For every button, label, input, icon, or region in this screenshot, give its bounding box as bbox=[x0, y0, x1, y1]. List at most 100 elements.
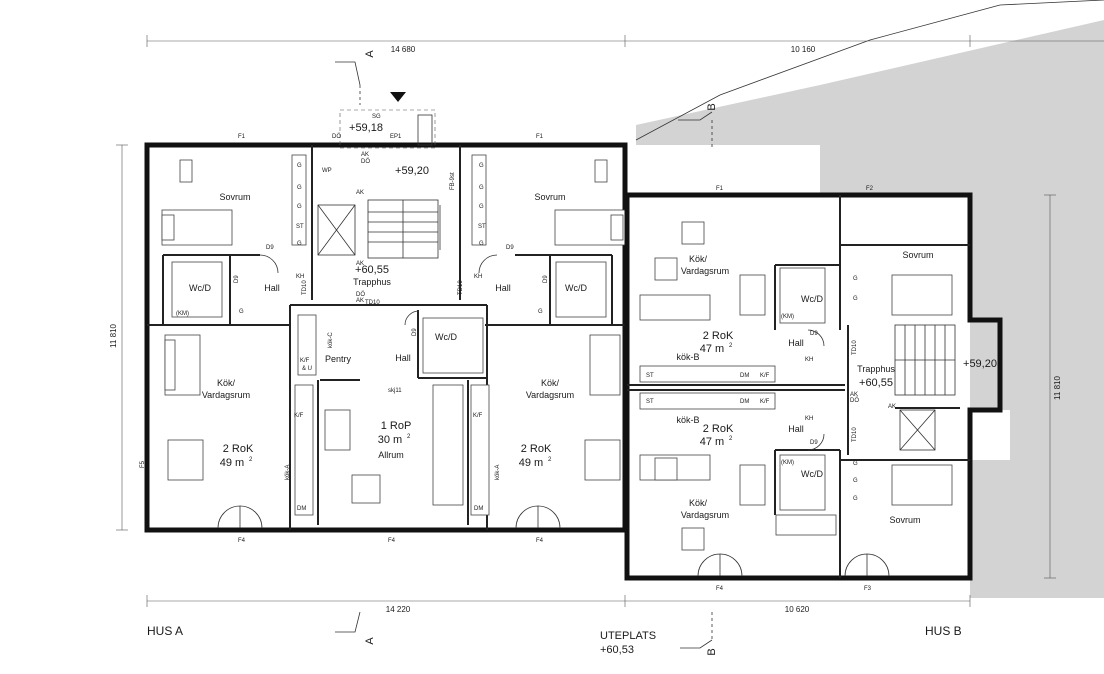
apt-b-upper-type: 2 RoK bbox=[703, 330, 734, 342]
code-d9-a-left: D9 bbox=[266, 245, 274, 251]
closet-st-2: ST bbox=[478, 224, 486, 230]
closet-st-1: ST bbox=[296, 224, 304, 230]
closet-b-g-4: G bbox=[853, 496, 858, 502]
closet-b-g-1: G bbox=[853, 276, 858, 282]
hus-a-walls bbox=[144, 142, 628, 533]
closet-b-g-3: G bbox=[853, 478, 858, 484]
closet-g-8: G bbox=[479, 204, 484, 210]
closet-g-5: G bbox=[239, 309, 244, 315]
hus-b-furniture bbox=[639, 221, 953, 551]
room-sovrum-b-upper: Sovrum bbox=[902, 250, 933, 260]
code-ak-b: AK bbox=[850, 392, 858, 398]
code-d9-b-lower: D9 bbox=[810, 440, 818, 446]
window-f1-a-left: F1 bbox=[238, 134, 246, 140]
room-sovrum-a-right: Sovrum bbox=[534, 192, 565, 202]
apt-a-left-sup: 2 bbox=[249, 457, 253, 463]
section-a-bottom-label: A bbox=[364, 637, 376, 645]
hus-b-walls bbox=[624, 192, 1003, 581]
code-dm-b-upper: DM bbox=[740, 373, 749, 379]
level-stair-b-mid: +60,55 bbox=[859, 377, 893, 389]
code-kh-b-upper: KH bbox=[805, 357, 813, 363]
code-ak-a: AK bbox=[361, 152, 369, 158]
section-b-top-label: B bbox=[706, 103, 718, 110]
dim-top-b: 10 160 bbox=[791, 45, 816, 54]
room-hall-a-mid: Hall bbox=[395, 353, 411, 363]
room-wcd-a-left: Wc/D bbox=[189, 283, 211, 293]
code-dm-b-lower: DM bbox=[740, 399, 749, 405]
stair-hus-a bbox=[317, 199, 441, 259]
apt-a-left-area: 49 m bbox=[220, 457, 244, 469]
room-sovrum-b-lower: Sovrum bbox=[889, 515, 920, 525]
code-kfu-1: K/F bbox=[300, 358, 310, 364]
code-kfu-2: & U bbox=[302, 366, 312, 372]
room-hall-a-right: Hall bbox=[495, 283, 511, 293]
level-stair-a-mid: +60,55 bbox=[355, 264, 389, 276]
code-d9-b-upper: D9 bbox=[810, 331, 818, 337]
room-trapphus-b: Trapphus bbox=[857, 364, 895, 374]
closet-b-g-5: G bbox=[853, 461, 858, 467]
window-f4-a-left: F4 bbox=[238, 538, 246, 544]
apt-a-right-area: 49 m bbox=[519, 457, 543, 469]
dim-left-depth: 11 810 bbox=[109, 324, 118, 348]
code-km-b-upper: (KM) bbox=[781, 314, 794, 320]
room-hall-a-left: Hall bbox=[264, 283, 280, 293]
apt-b-lower-type: 2 RoK bbox=[703, 423, 734, 435]
code-do-a2: DÖ bbox=[361, 158, 370, 165]
code-td10-a-right: TD10 bbox=[458, 280, 464, 295]
code-do-b: DÖ bbox=[850, 397, 859, 404]
entrance-arrow-icon bbox=[390, 92, 406, 102]
apt-b-lower-area: 47 m bbox=[700, 436, 724, 448]
apt-a-mid-type: 1 RoP bbox=[381, 420, 412, 432]
section-a-bottom-marker bbox=[335, 611, 361, 633]
dim-bottom-b: 10 620 bbox=[785, 605, 810, 614]
entrance-grating bbox=[417, 114, 433, 146]
code-sg: SG bbox=[372, 114, 381, 120]
window-f4-b: F4 bbox=[716, 586, 724, 592]
room-sovrum-a-left: Sovrum bbox=[219, 192, 250, 202]
apt-a-right-sup: 2 bbox=[548, 457, 552, 463]
room-kok-a-left-label: kök-A bbox=[285, 465, 291, 480]
section-b-bottom-label: B bbox=[706, 648, 718, 655]
code-ak-b-2: AK bbox=[888, 404, 896, 410]
room-wcd-b-lower: Wc/D bbox=[801, 469, 823, 479]
code-skj: skj11 bbox=[388, 388, 402, 394]
code-km-b-lower: (KM) bbox=[781, 460, 794, 466]
room-pentry: Pentry bbox=[325, 354, 352, 364]
apt-a-right-type: 2 RoK bbox=[521, 443, 552, 455]
closet-g-1: G bbox=[297, 163, 302, 169]
code-fb: FB-9st bbox=[450, 172, 456, 190]
room-vardagsrum-a-right: Vardagsrum bbox=[526, 390, 574, 400]
apt-a-left-type: 2 RoK bbox=[223, 443, 254, 455]
dim-right-depth: 11 810 bbox=[1053, 376, 1062, 400]
room-wcd-a-right: Wc/D bbox=[565, 283, 587, 293]
section-b-top-marker bbox=[678, 111, 713, 150]
room-allrum: Allrum bbox=[378, 450, 404, 460]
code-ak-a5: AK bbox=[356, 298, 364, 304]
closet-b-g-2: G bbox=[853, 296, 858, 302]
room-hall-b-upper: Hall bbox=[788, 338, 804, 348]
code-kh-a-left: KH bbox=[296, 274, 304, 280]
code-kf-b-lower: K/F bbox=[760, 399, 770, 405]
room-kok-a-right-label: kök-A bbox=[495, 465, 501, 480]
section-b-bottom-marker bbox=[680, 612, 713, 649]
closets-hus-b: G G G G G bbox=[853, 276, 858, 502]
closet-g-7: G bbox=[479, 185, 484, 191]
code-st-b-upper: ST bbox=[646, 373, 654, 379]
code-td10-a: TD10 bbox=[365, 300, 380, 306]
section-a-top-label: A bbox=[364, 50, 376, 58]
window-f2-b: F2 bbox=[866, 186, 874, 192]
apt-b-upper-area: 47 m bbox=[700, 343, 724, 355]
code-kf-a-right: K/F bbox=[473, 413, 483, 419]
room-kok-c-label: kök-C bbox=[328, 332, 334, 348]
closets-hus-a: G G G ST G G G G G ST G G bbox=[239, 163, 543, 315]
closet-g-4: G bbox=[297, 241, 302, 247]
dim-bottom-a: 14 220 bbox=[386, 605, 411, 614]
closet-g-10: G bbox=[538, 309, 543, 315]
room-kok-a-left: Kök/ bbox=[217, 378, 236, 388]
apt-a-mid-area: 30 m bbox=[378, 434, 402, 446]
hus-a-furniture bbox=[161, 154, 626, 516]
code-kf-a-left: K/F bbox=[294, 413, 304, 419]
door-swings bbox=[217, 254, 890, 577]
uteplats-label: UTEPLATS bbox=[600, 630, 656, 642]
room-wcd-a-mid: Wc/D bbox=[435, 332, 457, 342]
